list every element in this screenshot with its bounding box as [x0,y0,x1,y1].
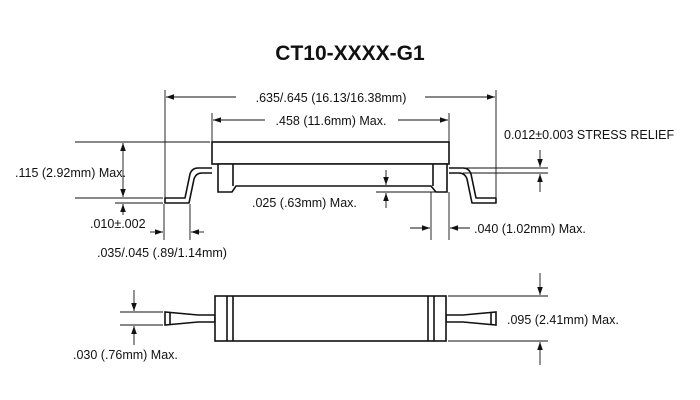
side-right-lead [449,167,497,204]
body-width-label: .095 (2.41mm) Max. [507,313,619,327]
top-left-lead [164,311,216,326]
top-right-lead [445,311,497,326]
body-gap-label: .025 (.63mm) Max. [252,196,357,210]
height-label: .115 (2.92mm) Max. [15,166,126,180]
lead-width-label: .030 (.76mm) Max. [73,348,178,362]
lead-offset-label: .010±.002 [90,217,146,231]
top-body [214,295,447,342]
side-body [211,141,450,165]
lead-span-label: .035/.045 (.89/1.14mm) [97,246,227,260]
side-view: .635/.645 (16.13/16.38mm) .458 (11.6mm) … [15,90,675,260]
side-body-base [217,163,448,193]
overall-length-label: .635/.645 (16.13/16.38mm) [256,91,407,105]
side-left-lead [164,167,212,204]
lead-foot-label: .040 (1.02mm) Max. [474,222,586,236]
top-view: .030 (.76mm) Max. .095 (2.41mm) Max. [73,273,619,365]
stress-relief-label: 0.012±0.003 STRESS RELIEF [504,128,675,142]
drawing-title: CT10-XXXX-G1 [275,42,425,65]
body-length-label: .458 (11.6mm) Max. [276,114,387,128]
